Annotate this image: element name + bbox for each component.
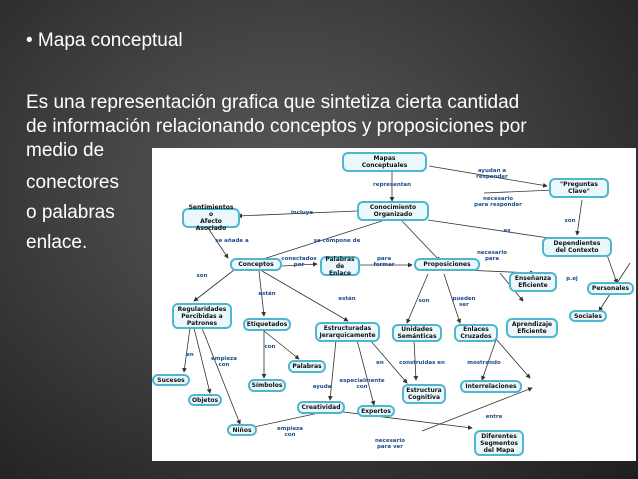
slide-bullet-title: • Mapa conceptual xyxy=(26,30,183,51)
link-empieza-con-objetos: empieza con xyxy=(211,356,237,368)
node-estructura-cognitiva: Estructura Cognitiva xyxy=(402,384,446,404)
link-en-estructura: en xyxy=(376,360,384,366)
link-pueden-ser: pueden ser xyxy=(452,296,476,308)
slide-paragraph-line-1: Es una representación grafica que sintet… xyxy=(26,92,520,113)
slide-paragraph-line-4: conectores xyxy=(26,172,119,193)
link-son-preguntas: son xyxy=(564,218,576,224)
link-conectados-por: conectados por xyxy=(281,256,317,268)
node-mapas-conceptuales: Mapas Conceptuales xyxy=(342,152,427,172)
slide-paragraph-line-6: enlace. xyxy=(26,232,88,253)
node-proposiciones: Proposiciones xyxy=(414,258,480,271)
node-objetos: Objetos xyxy=(188,394,222,406)
link-pej: p.ej xyxy=(566,276,578,282)
link-entre: entre xyxy=(485,414,503,420)
node-expertos: Expertos xyxy=(357,405,395,417)
slide-paragraph-line-5: o palabras xyxy=(26,202,115,223)
link-necesario-para-responder: necesario para responder xyxy=(474,196,522,208)
link-ayudan-a-responder: ayudan a responder xyxy=(476,168,508,180)
link-mostrando: mostrando xyxy=(467,360,501,366)
slide-paragraph-line-3: medio de xyxy=(26,140,105,161)
node-conceptos: Conceptos xyxy=(230,258,282,271)
node-palabras: Palabras xyxy=(288,360,326,373)
node-regularidades: Regularidades Percibidas a Patrones xyxy=(172,303,232,329)
node-creatividad: Creatividad xyxy=(297,401,345,414)
link-necesario-para: necesario para xyxy=(477,250,507,262)
node-diferentes-segmentos: Diferentes Segmentos del Mapa xyxy=(474,430,524,456)
link-incluye: incluye xyxy=(290,210,314,216)
link-necesario-para-ver: necesario para ver xyxy=(375,438,405,450)
node-personales: Personales xyxy=(587,282,634,295)
link-para-formar: para formar xyxy=(373,256,395,268)
node-ninos: Niños xyxy=(227,424,257,436)
link-son-unidades: son xyxy=(418,298,430,304)
node-sentimientos: Sentimientos o Afecto Asociado xyxy=(182,204,240,232)
node-estructuradas: Estructuradas Jerarquicamente xyxy=(315,322,380,342)
node-etiquetados: Etiquetados xyxy=(243,318,291,331)
slide-paragraph-line-2: de información relacionando conceptos y … xyxy=(26,116,527,137)
node-enlaces-cruzados: Enlaces Cruzados xyxy=(454,324,498,342)
node-conocimiento-organizado: Conocimiento Organizado xyxy=(357,201,429,221)
node-dependientes-contexto: Dependientes del Contexto xyxy=(542,237,612,257)
concept-map-image: Mapas Conceptuales "Preguntas Clave" Sen… xyxy=(152,148,636,461)
node-simbolos: Símbolos xyxy=(248,379,286,392)
node-sucesos: Sucesos xyxy=(152,374,190,386)
node-unidades-semanticas: Unidades Semánticas xyxy=(392,324,442,342)
node-interrelaciones: Interrelaciones xyxy=(460,380,522,393)
link-estan-estructuradas: están xyxy=(338,296,356,302)
link-con: con xyxy=(264,344,276,350)
link-es: es xyxy=(503,228,511,234)
node-preguntas-clave: "Preguntas Clave" xyxy=(549,178,609,198)
node-aprendizaje-eficiente: Aprendizaje Eficiente xyxy=(506,318,558,338)
link-ayuda: ayuda xyxy=(312,384,332,390)
node-sociales: Sociales xyxy=(569,310,607,322)
link-representan: representan xyxy=(373,182,411,188)
link-empieza-con-ninos: empieza con xyxy=(277,426,303,438)
link-se-anade-a: se añade a xyxy=(215,238,249,244)
node-palabras-enlace: Palabras de Enlace xyxy=(320,256,360,277)
link-especialmente-con: especialmente con xyxy=(339,378,385,390)
link-se-compone-de: se compone de xyxy=(313,238,361,244)
link-en-sucesos: en xyxy=(186,352,194,358)
link-estan-etiquetados: están xyxy=(258,291,276,297)
node-ensenanza-eficiente: Enseñanza Eficiente xyxy=(509,272,557,292)
link-son-regularidades: son xyxy=(196,273,208,279)
link-construidas-en: construidas en xyxy=(399,360,445,366)
